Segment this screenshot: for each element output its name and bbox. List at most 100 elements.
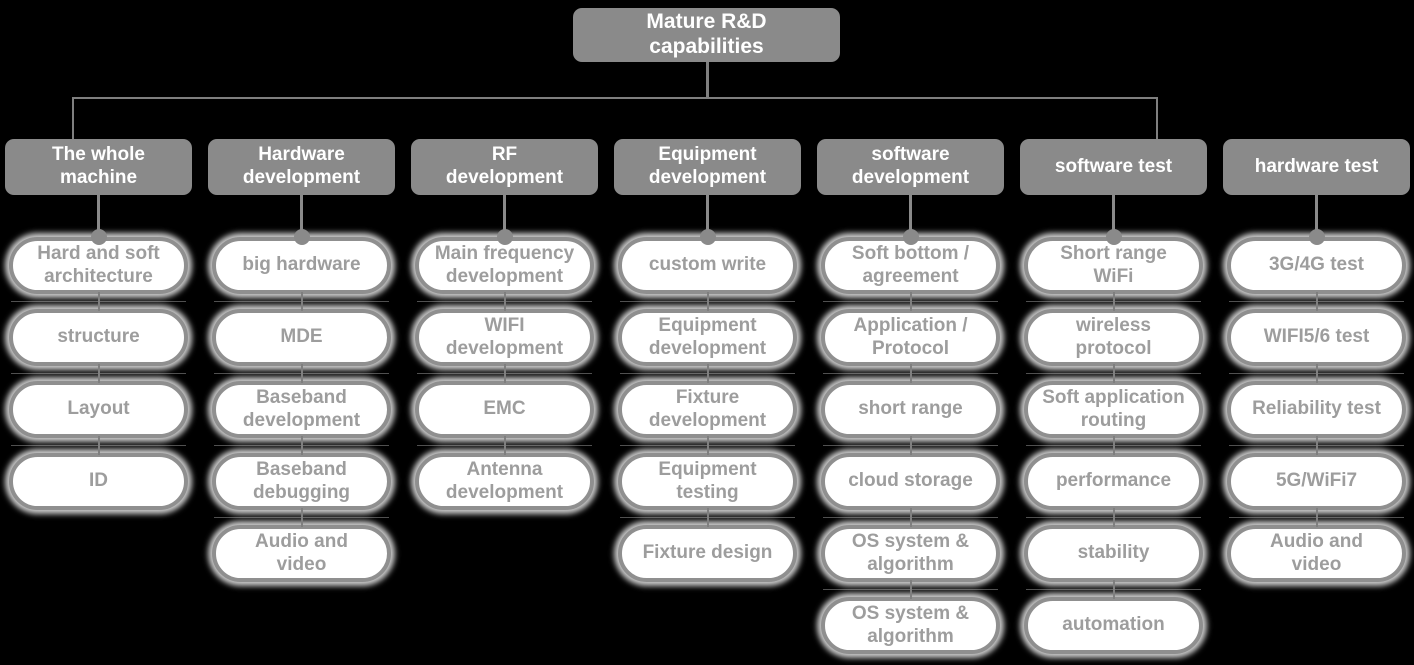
node-pill: MDE [212, 309, 391, 366]
node-pill: OS system & algorithm [821, 525, 1000, 582]
node-pill: Fixture development [618, 381, 797, 438]
column-software-test: software test Short range WiFi wireless … [1020, 139, 1207, 654]
column-rf-development: RF development Main frequency developmen… [411, 139, 598, 510]
connector-line [909, 508, 912, 527]
connector-line [909, 364, 912, 383]
pill-connector [5, 436, 192, 455]
connector-line [300, 195, 303, 237]
pill-connector [411, 364, 598, 383]
pill-connector [817, 580, 1004, 599]
header-connector [817, 195, 1004, 245]
pill-connector [614, 508, 801, 527]
connector-dot [1308, 229, 1325, 245]
node-pill: wireless protocol [1024, 309, 1203, 366]
node-pill: structure [9, 309, 188, 366]
connector-right-vertical [1156, 97, 1158, 140]
connector-line [706, 195, 709, 237]
node-pill: Baseband development [212, 381, 391, 438]
pill-connector [411, 292, 598, 311]
connector-line [97, 195, 100, 237]
node-pill: short range [821, 381, 1000, 438]
node-pill: Application / Protocol [821, 309, 1000, 366]
column-the-whole-machine: The whole machine Hard and soft architec… [5, 139, 192, 510]
pill-connector [1020, 508, 1207, 527]
connector-line [909, 292, 912, 311]
connector-line [1112, 436, 1115, 455]
header-connector [208, 195, 395, 245]
connector-line [706, 436, 709, 455]
header-connector [411, 195, 598, 245]
column-equipment-development: Equipment development custom write Equip… [614, 139, 801, 582]
node-pill: Soft bottom / agreement [821, 237, 1000, 294]
node-pill: Audio and video [1227, 525, 1406, 582]
connector-line [97, 364, 100, 383]
pill-connector [614, 436, 801, 455]
pill-connector [1020, 364, 1207, 383]
node-pill: 5G/WiFi7 [1227, 453, 1406, 510]
column-header: RF development [411, 139, 598, 195]
node-pill: Reliability test [1227, 381, 1406, 438]
column-hardware-test: hardware test 3G/4G test WIFI5/6 test Re… [1223, 139, 1410, 582]
node-pill: WIFI5/6 test [1227, 309, 1406, 366]
connector-line [300, 364, 303, 383]
column-header: Hardware development [208, 139, 395, 195]
connector-line [1112, 580, 1115, 599]
connector-line [1315, 436, 1318, 455]
connector-line [97, 436, 100, 455]
node-pill: Baseband debugging [212, 453, 391, 510]
connector-dot [902, 229, 919, 245]
column-hardware-development: Hardware development big hardware MDE Ba… [208, 139, 395, 582]
connector-line [1112, 195, 1115, 237]
root-node: Mature R&D capabilities [573, 8, 840, 62]
pill-connector [208, 436, 395, 455]
node-pill: WIFI development [415, 309, 594, 366]
connector-line [1315, 292, 1318, 311]
node-pill: ID [9, 453, 188, 510]
connector-line [97, 292, 100, 311]
connector-line [706, 292, 709, 311]
connector-root-vertical [706, 62, 709, 98]
node-pill: Audio and video [212, 525, 391, 582]
connector-left-vertical [72, 97, 74, 140]
pill-connector [1223, 364, 1410, 383]
pill-connector [817, 508, 1004, 527]
header-connector [1020, 195, 1207, 245]
node-pill: Antenna development [415, 453, 594, 510]
node-pill: stability [1024, 525, 1203, 582]
connector-line [300, 292, 303, 311]
node-pill: Equipment development [618, 309, 797, 366]
connector-dot [699, 229, 716, 245]
node-pill: 3G/4G test [1227, 237, 1406, 294]
connector-line [706, 364, 709, 383]
column-header: software development [817, 139, 1004, 195]
column-header: hardware test [1223, 139, 1410, 195]
pill-connector [208, 292, 395, 311]
connector-dot [1105, 229, 1122, 245]
connector-line [1112, 292, 1115, 311]
connector-line [909, 580, 912, 599]
header-connector [614, 195, 801, 245]
connector-dot [496, 229, 513, 245]
node-pill: Fixture design [618, 525, 797, 582]
connector-line [503, 436, 506, 455]
pill-connector [817, 436, 1004, 455]
connector-line [1112, 508, 1115, 527]
connector-horizontal [72, 97, 1158, 99]
node-pill: big hardware [212, 237, 391, 294]
connector-line [300, 508, 303, 527]
connector-line [1112, 364, 1115, 383]
pill-connector [614, 292, 801, 311]
node-pill: performance [1024, 453, 1203, 510]
node-pill: Soft application routing [1024, 381, 1203, 438]
pill-connector [1020, 580, 1207, 599]
node-pill: Equipment testing [618, 453, 797, 510]
node-pill: automation [1024, 597, 1203, 654]
pill-connector [817, 292, 1004, 311]
node-pill: Main frequency development [415, 237, 594, 294]
column-header: The whole machine [5, 139, 192, 195]
connector-dot [90, 229, 107, 245]
header-connector [5, 195, 192, 245]
node-pill: OS system & algorithm [821, 597, 1000, 654]
connector-line [503, 364, 506, 383]
